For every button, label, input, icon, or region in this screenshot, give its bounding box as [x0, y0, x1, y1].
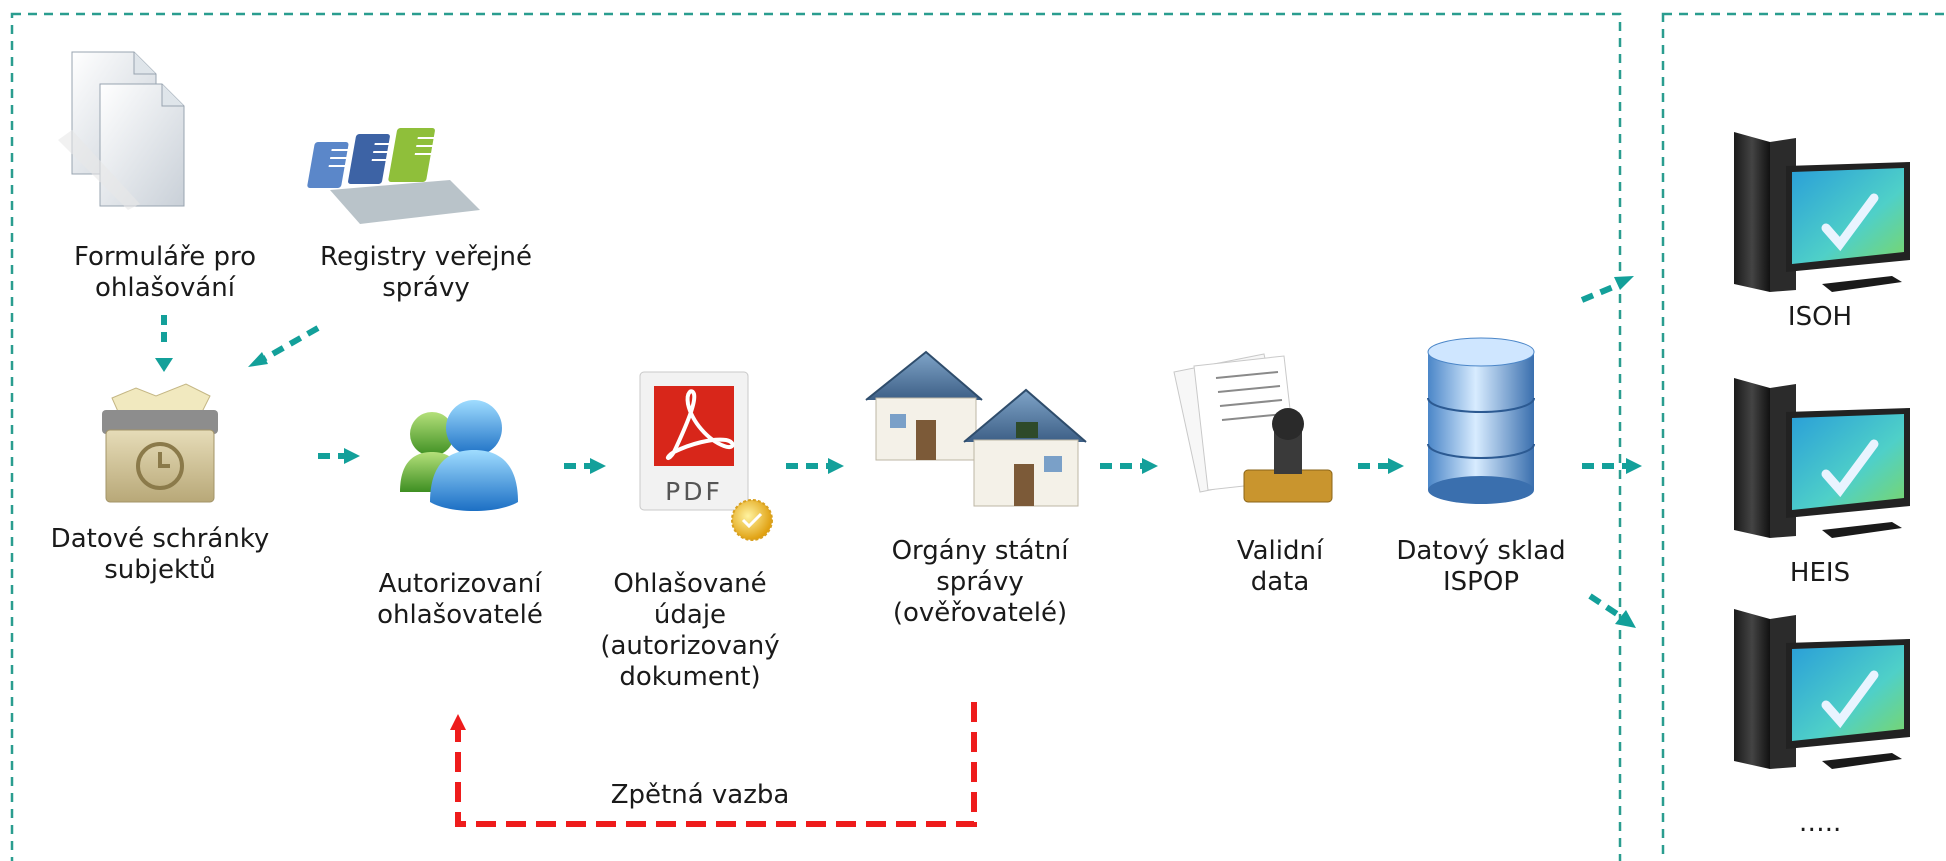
- pdf-document-icon: PDF: [639, 371, 773, 541]
- arrow-databox-to-reporters: [318, 448, 360, 464]
- arrow-registries-to-databox: [248, 325, 320, 367]
- arrow-warehouse-to-more: [1588, 593, 1636, 628]
- warehouse-label: Datový sklad ISPOP: [1396, 536, 1566, 597]
- registries-label: Registry veřejné správy: [320, 242, 532, 303]
- arrow-validdata-to-warehouse: [1358, 458, 1404, 474]
- arrow-forms-to-databox: [155, 315, 173, 372]
- valid-data-label: Validní data: [1236, 536, 1324, 597]
- authorities-label: Orgány státní správy (ověřovatelé): [891, 536, 1069, 628]
- arrow-reporters-to-document: [564, 458, 606, 474]
- arrow-authorities-to-validdata: [1100, 458, 1158, 474]
- computer-check-icon: [1734, 378, 1910, 538]
- feedback-arrow: [450, 702, 977, 827]
- arrow-warehouse-to-heis: [1582, 458, 1642, 474]
- process-group-border: [10, 12, 1622, 861]
- reported-data-label: Ohlašované údaje (autorizovaný dokument): [600, 569, 780, 692]
- system-label-more: …..: [1798, 808, 1842, 838]
- database-icon: [1427, 337, 1535, 504]
- data-box-icon: [102, 383, 218, 503]
- stamped-papers-icon: [1173, 353, 1333, 503]
- system-label-isoh: ISOH: [1787, 302, 1853, 332]
- reporters-label: Autorizovaní ohlašovatelé: [377, 569, 543, 630]
- forms-label: Formuláře pro ohlašování: [73, 242, 257, 303]
- databoxes-label: Datové schránky subjektů: [50, 524, 270, 585]
- computer-check-icon: [1734, 132, 1910, 292]
- houses-icon: [865, 350, 1087, 507]
- system-label-heis: HEIS: [1789, 558, 1851, 588]
- pdf-text: PDF: [665, 477, 723, 506]
- systems-group-border: [1661, 12, 1946, 861]
- computer-check-icon: [1734, 609, 1910, 769]
- feedback-label: Zpětná vazba: [610, 780, 790, 810]
- arrow-document-to-authorities: [786, 458, 844, 474]
- users-icon: [400, 400, 518, 511]
- documents-icon: [58, 51, 185, 210]
- registry-folders-icon: [307, 128, 480, 224]
- arrow-warehouse-to-isoh: [1580, 276, 1634, 303]
